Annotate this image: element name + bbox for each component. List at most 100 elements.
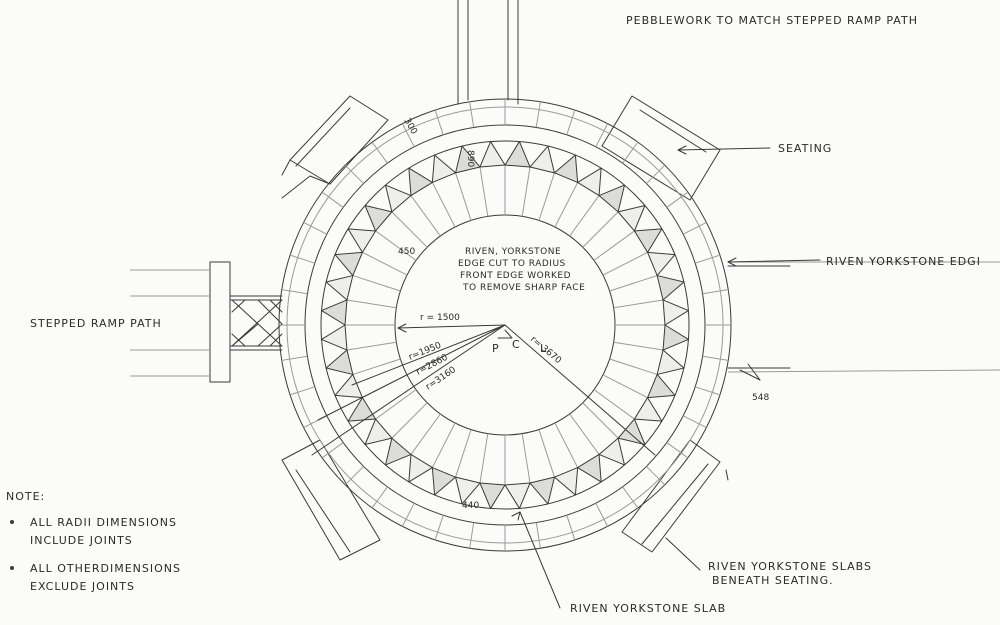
paving-triangle	[364, 418, 393, 445]
paving-triangle	[431, 467, 457, 496]
seating-top-left	[281, 95, 389, 199]
edge-joint	[535, 522, 541, 549]
paving-triangle	[334, 251, 363, 277]
radial-joint	[602, 374, 648, 399]
edge-joint	[434, 109, 444, 135]
paving-triangle	[504, 141, 531, 168]
triangle-paving	[321, 141, 689, 509]
edge-joint	[535, 101, 541, 128]
paving-triangle	[633, 397, 663, 422]
edge-joint	[281, 355, 308, 361]
paving-triangle	[455, 476, 481, 505]
edge-joint	[622, 486, 639, 509]
radius-lines	[311, 323, 656, 456]
edge-joint	[566, 109, 576, 135]
radial-joint	[609, 358, 658, 375]
paving-triangle	[662, 324, 689, 351]
paving-triangle	[321, 299, 348, 326]
paving-triangle	[479, 482, 506, 509]
top-note-label: PEBBLEWORK TO MATCH STEPPED RAMP PATH	[626, 14, 918, 27]
paving-triangle	[598, 184, 625, 213]
paving-triangle	[647, 373, 676, 399]
center-note-line-4: TO REMOVE SHARP FACE	[462, 283, 585, 293]
edge-joint	[595, 123, 609, 148]
edge-joint	[321, 191, 344, 208]
edge-joint	[344, 466, 364, 486]
center-note-line-3: FRONT EDGE WORKED	[460, 271, 571, 281]
dim-548: 548	[752, 393, 769, 403]
edge-joint	[702, 355, 729, 361]
radial-joint	[593, 389, 635, 420]
radial-joint	[582, 211, 619, 248]
labels: PEBBLEWORK TO MATCH STEPPED RAMP PATH SE…	[30, 14, 980, 615]
paving-triangle	[347, 228, 377, 253]
edge-joint	[469, 101, 475, 128]
edge-joint	[281, 289, 308, 295]
edge-joint	[695, 254, 721, 264]
paving-triangle	[577, 453, 602, 483]
seating-bottom-right	[621, 439, 721, 553]
radial-joint	[352, 358, 401, 375]
centre-mark-p: P	[492, 342, 500, 355]
paving-triangle	[529, 145, 555, 174]
edge-joint	[682, 415, 707, 429]
radial-joint	[582, 402, 619, 439]
radial-joint	[613, 299, 664, 309]
paving-triangle	[504, 482, 531, 509]
radial-joint	[538, 172, 555, 221]
radial-joint	[593, 230, 635, 261]
edge-joint	[371, 141, 388, 164]
paving-triangle	[385, 184, 412, 213]
paving-triangle	[321, 324, 348, 351]
radial-joint	[479, 433, 489, 484]
note-heading: NOTE:	[6, 490, 45, 503]
edge-joint	[303, 221, 328, 235]
edge-joint	[595, 502, 609, 527]
paving-triangle	[662, 299, 689, 326]
radial-joint	[554, 422, 579, 468]
radial-joint	[554, 182, 579, 228]
centre-mark-c: C	[512, 338, 521, 351]
paving-triangle	[553, 154, 579, 183]
leader-lines	[511, 145, 821, 609]
paving-triangle	[325, 349, 354, 375]
radial-joint	[613, 341, 664, 351]
paving-triangle	[598, 437, 625, 466]
radial-joint	[346, 299, 397, 309]
edge-joint	[646, 466, 666, 486]
radial-joint	[602, 251, 648, 276]
radial-joint	[352, 275, 401, 292]
radial-joint	[391, 211, 428, 248]
ramp-label: STEPPED RAMP PATH	[30, 317, 162, 330]
bullet-icon	[10, 520, 14, 524]
paving-triangle	[479, 141, 506, 168]
dim-440: 440	[462, 501, 479, 511]
bullet-icon	[10, 566, 14, 570]
note-item2-line1: ALL OTHERDIMENSIONS	[30, 562, 181, 575]
radial-joint	[410, 195, 441, 237]
radial-joint	[410, 413, 441, 455]
radial-joint	[455, 429, 472, 478]
dim-450: 450	[398, 247, 415, 257]
centre-mark-l: L	[540, 342, 547, 355]
edge-joint	[289, 254, 315, 264]
edge-joint	[666, 191, 689, 208]
radial-joint	[375, 389, 417, 420]
dim-r3670: r= 3670	[528, 335, 563, 367]
paving-triangle	[617, 205, 646, 232]
paving-triangle	[334, 373, 363, 399]
slab-label: RIVEN YORKSTONE SLAB	[570, 602, 726, 615]
paving-triangle	[431, 154, 457, 183]
radial-joint	[375, 230, 417, 261]
right-path	[727, 261, 1000, 373]
radial-joint	[346, 341, 397, 351]
stepped-ramp-path	[130, 261, 283, 383]
top-path	[457, 0, 519, 105]
edge-joint	[469, 522, 475, 549]
radial-joint	[538, 429, 555, 478]
paving-triangle	[617, 418, 646, 445]
edge-joint	[321, 442, 344, 459]
paving-triangle	[455, 145, 481, 174]
dimension-labels: r = 1500 r=1950 r=2860 r=3160 r= 3670 45…	[398, 117, 769, 512]
